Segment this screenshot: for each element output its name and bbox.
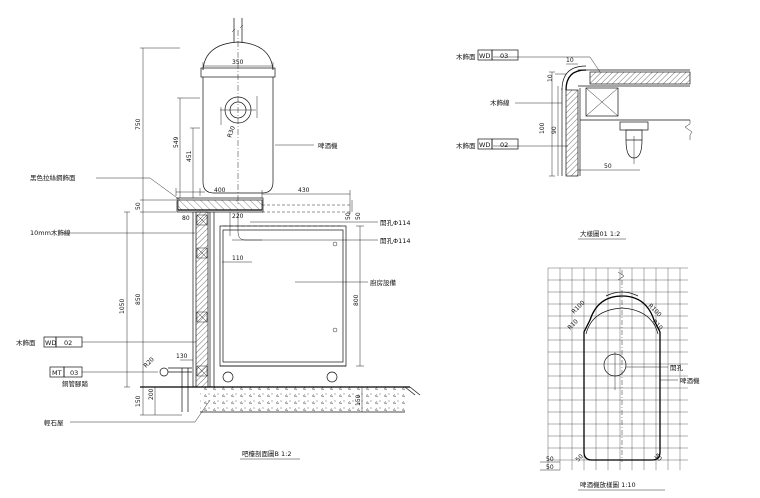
detail-label-wood-face-top: 木飾面 xyxy=(456,52,476,61)
label-black-stainless: 黑色拉絲鋼飾面 xyxy=(30,173,76,182)
mt-code: MT xyxy=(52,369,62,377)
detail-dim-10-b: 10 xyxy=(547,74,554,82)
wood-code: WD xyxy=(45,339,56,347)
dim-150-left: 150 xyxy=(135,395,142,407)
detail-wd-bot-num: 02 xyxy=(500,141,508,149)
dim-549: 549 xyxy=(173,136,180,148)
machine-b2: 50 xyxy=(653,452,663,462)
dim-1050: 1050 xyxy=(119,299,126,314)
dim-130: 130 xyxy=(176,353,188,360)
dim-150-right: 150 xyxy=(355,394,362,406)
dim-50-left: 50 xyxy=(135,202,142,210)
section-view xyxy=(62,18,421,423)
machine-b3: 50 xyxy=(546,456,554,463)
dim-r-small: R20 xyxy=(142,356,155,369)
dim-50-right-a: 50 xyxy=(345,212,352,220)
dim-451: 451 xyxy=(186,150,193,162)
label-hole-bottom: 開孔Φ114 xyxy=(380,237,411,245)
dim-220: 220 xyxy=(232,213,244,220)
label-beer-machine: 啤酒機 xyxy=(318,141,338,150)
machine-b1: 50 xyxy=(574,453,584,463)
machine-label-hole: 開孔 xyxy=(670,364,684,372)
machine-title: 啤酒機放樣圖 1:10 xyxy=(580,480,636,489)
label-wood-trim-10mm: 10mm木飾線 xyxy=(30,228,71,237)
wood-num: 02 xyxy=(64,339,72,347)
detail-wd-top-code: WD xyxy=(479,52,490,60)
dim-350: 350 xyxy=(232,59,244,66)
label-gravel: 輕石屋 xyxy=(44,419,64,427)
dim-r-machine: R30 xyxy=(226,125,237,139)
detail-wd-bot-code: WD xyxy=(479,141,490,149)
detail-label-wood-face-bottom: 木飾面 xyxy=(456,141,476,150)
machine-r3: R10 xyxy=(566,318,579,331)
mt-num: 03 xyxy=(70,369,78,377)
machine-view xyxy=(540,267,688,471)
dim-200: 200 xyxy=(148,388,155,400)
detail-label-wood-trim: 木飾線 xyxy=(490,98,510,107)
dim-80: 80 xyxy=(182,215,190,222)
section-title: 吧檯剖面圖B 1:2 xyxy=(242,449,292,458)
detail-dim-50: 50 xyxy=(604,163,612,170)
detail-dim-100: 100 xyxy=(539,122,546,134)
machine-label-beer: 啤酒機 xyxy=(680,376,700,385)
detail-view xyxy=(493,56,693,177)
label-wood-face: 木飾面 xyxy=(16,338,36,347)
dim-110: 110 xyxy=(232,255,244,262)
machine-r4: R10 xyxy=(651,318,664,331)
label-hole-top: 開孔Φ114 xyxy=(380,219,411,227)
dim-850: 850 xyxy=(135,293,142,305)
dim-750: 750 xyxy=(135,118,142,130)
label-kitchen-equipment: 廚房設備 xyxy=(370,278,397,287)
dim-400: 400 xyxy=(214,187,226,194)
detail-wd-top-num: 03 xyxy=(500,52,508,60)
detail-title: 大樣圖01 1:2 xyxy=(580,229,620,238)
dim-800: 800 xyxy=(353,294,360,306)
dim-50-right-b: 50 xyxy=(355,212,362,220)
detail-dim-90: 90 xyxy=(551,126,558,134)
detail-dim-10-a: 10 xyxy=(566,57,574,64)
label-copper-pipe: 銅管腳踏 xyxy=(62,379,89,388)
machine-b4: 50 xyxy=(546,464,554,471)
dim-430: 430 xyxy=(298,187,310,194)
